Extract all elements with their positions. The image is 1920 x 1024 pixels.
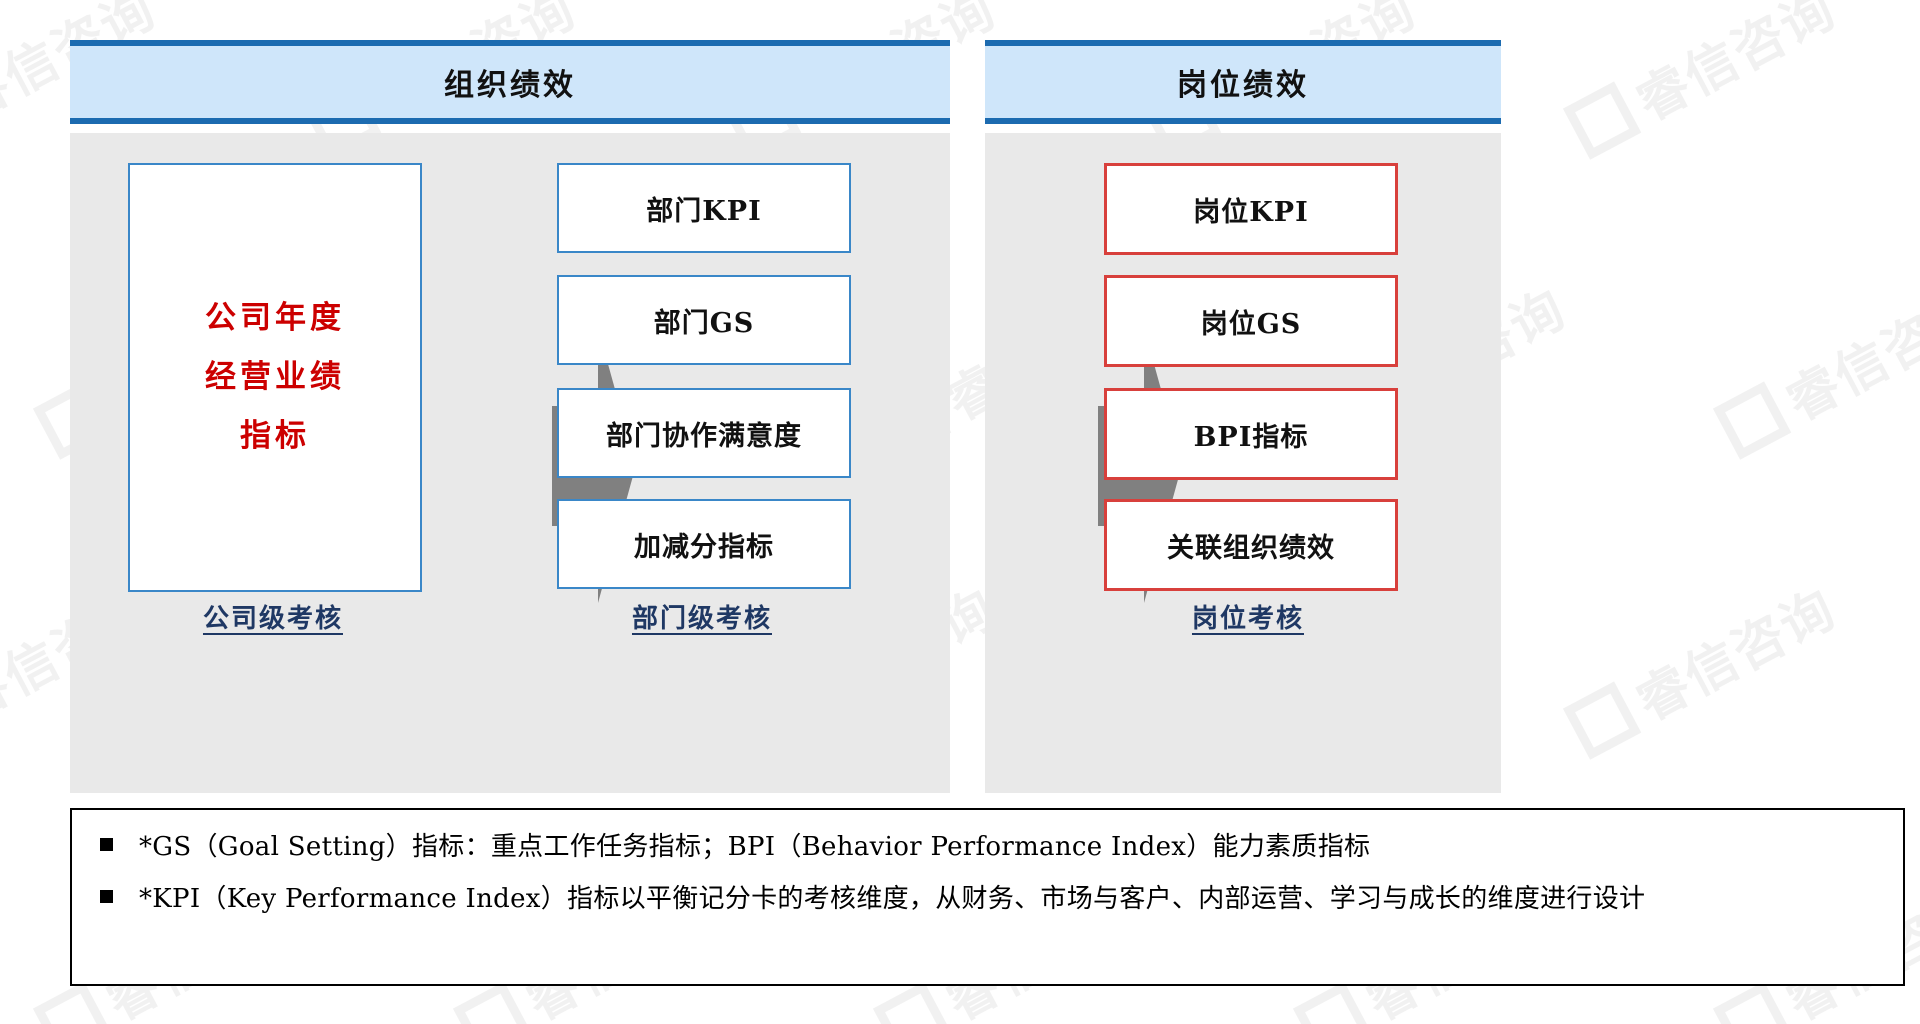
square-bullet-icon [100,838,113,851]
header-position-performance-label: 岗位绩效 [1177,68,1309,103]
header-position-performance: 岗位绩效 [985,40,1501,124]
position-bpi-box: BPI指标 [1104,388,1398,480]
company-line-2: 经营业绩 [205,359,345,396]
footnote-item: *GS（Goal Setting）指标：重点工作任务指标；BPI（Behavio… [82,826,1893,868]
position-linked-org-performance-box: 关联组织绩效 [1104,499,1398,591]
position-kpi-box: 岗位KPI [1104,163,1398,255]
position-gs-label: 岗位GS [1200,308,1302,340]
position-gs-box: 岗位GS [1104,275,1398,367]
header-organization-performance: 组织绩效 [70,40,950,124]
department-gs-box: 部门GS [557,275,851,365]
watermark: 睿信咨询 [1559,0,1847,168]
company-line-3: 指标 [240,417,310,454]
department-bonus-penalty-box: 加减分指标 [557,499,851,589]
watermark: 睿信咨询 [1559,567,1847,767]
department-kpi-label: 部门KPI [646,195,762,227]
footnote-item: *KPI（Key Performance Index）指标以平衡记分卡的考核维度… [82,878,1893,920]
position-bpi-label: BPI指标 [1193,421,1309,453]
department-bonus-penalty-label: 加减分指标 [634,531,774,563]
position-linked-org-performance-label: 关联组织绩效 [1167,532,1335,564]
caption-company-level-assessment: 公司级考核 [202,604,343,634]
position-kpi-label: 岗位KPI [1193,196,1309,228]
footnote-text-kpi: *KPI（Key Performance Index）指标以平衡记分卡的考核维度… [139,884,1646,915]
square-bullet-icon [100,890,113,904]
department-collaboration-satisfaction-label: 部门协作满意度 [606,420,802,452]
company-line-1: 公司年度 [205,300,345,337]
footnote-box: *GS（Goal Setting）指标：重点工作任务指标；BPI（Behavio… [70,808,1905,986]
department-collaboration-satisfaction-box: 部门协作满意度 [557,388,851,478]
company-annual-performance-box: 公司年度 经营业绩 指标 [128,163,422,592]
department-gs-label: 部门GS [653,307,755,339]
footnote-text-gs-bpi: *GS（Goal Setting）指标：重点工作任务指标；BPI（Behavio… [139,832,1371,862]
department-kpi-box: 部门KPI [557,163,851,253]
caption-position-assessment: 岗位考核 [1191,604,1304,634]
header-organization-performance-label: 组织绩效 [444,68,576,103]
watermark: 睿信咨询 [1709,267,1920,467]
caption-department-level-assessment: 部门级考核 [631,604,772,634]
